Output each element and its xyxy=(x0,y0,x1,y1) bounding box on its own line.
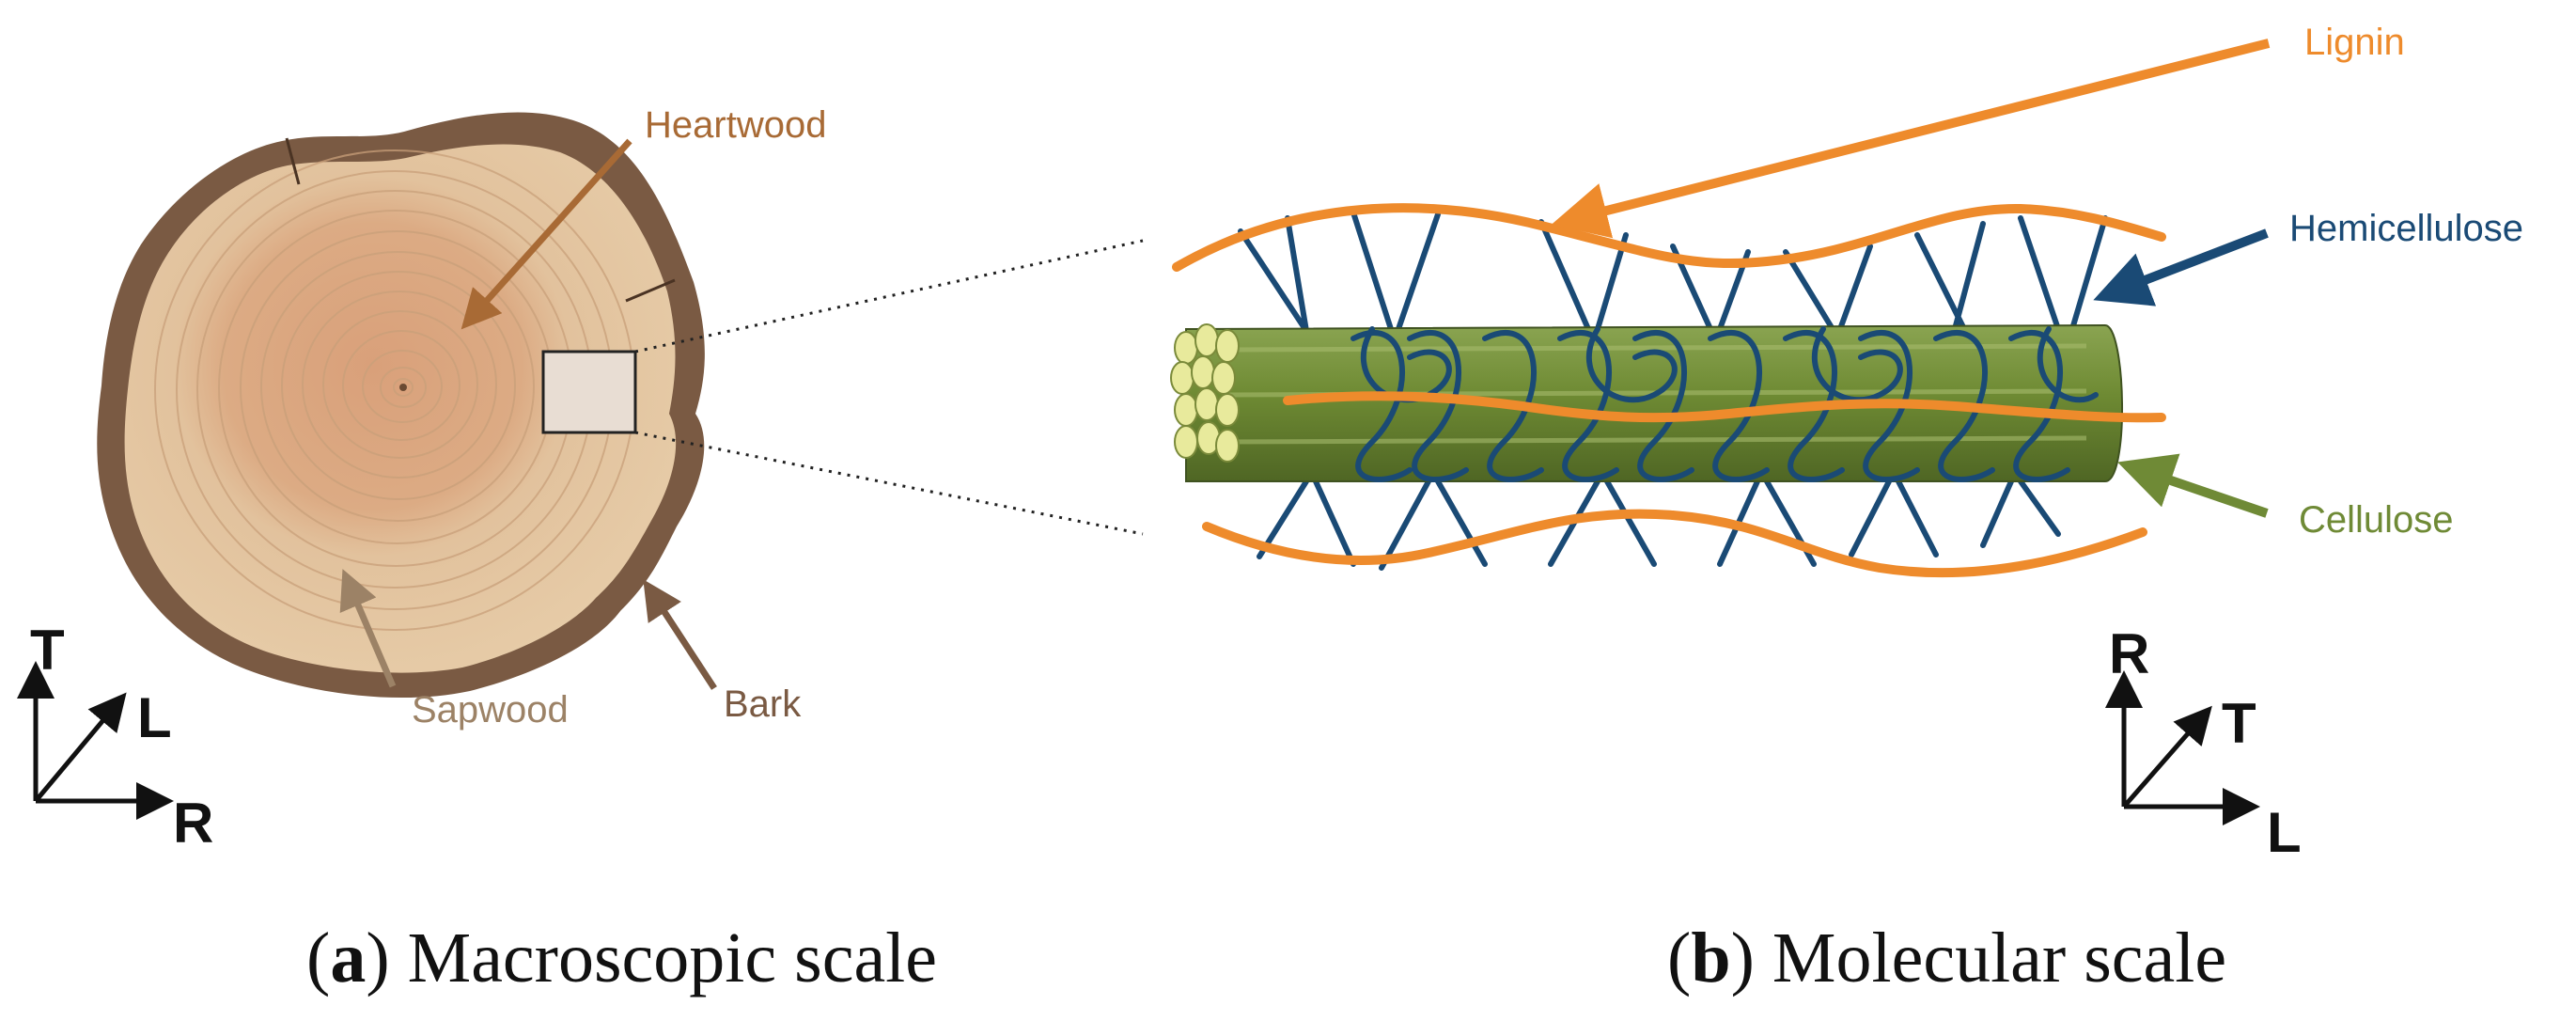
axis-b-diagonal-label: T xyxy=(2222,692,2256,755)
sample-region xyxy=(541,350,637,434)
axes-a: T L R xyxy=(17,619,213,855)
zoom-line-top xyxy=(634,239,1144,353)
lignin-top xyxy=(1172,203,2166,272)
hemicellulose-arrow xyxy=(2093,228,2269,306)
heartwood-arrow xyxy=(461,138,632,330)
cellulose-arrow xyxy=(2117,453,2269,518)
fibril-ends xyxy=(1170,323,1240,463)
lignin-arrow xyxy=(1551,39,2271,239)
caption-b-text: Molecular scale xyxy=(1772,919,2226,997)
hemicellulose-label: Hemicellulose xyxy=(2289,208,2523,249)
crack xyxy=(285,137,301,185)
sapwood-label: Sapwood xyxy=(412,689,569,730)
axis-a-up-label: T xyxy=(30,619,65,682)
axis-b-up-label: R xyxy=(2109,622,2149,685)
caption-a: (a) Macroscopic scale xyxy=(306,919,937,997)
lignin-strands xyxy=(1172,203,2166,578)
tree-cross-section xyxy=(97,112,705,699)
bark-arrow xyxy=(643,579,717,690)
caption-a-text: Macroscopic scale xyxy=(408,919,937,997)
caption-a-letter: a xyxy=(330,919,366,997)
sapwood-arrow xyxy=(339,569,397,688)
axis-b-right-label: L xyxy=(2267,801,2302,864)
heartwood-label: Heartwood xyxy=(645,104,826,146)
pith xyxy=(399,384,407,391)
bark-label: Bark xyxy=(724,683,802,725)
cellulose-label: Cellulose xyxy=(2299,499,2454,541)
lignin-middle xyxy=(1283,391,2166,423)
lignin-label: Lignin xyxy=(2304,22,2405,63)
axes-b: R T L xyxy=(2105,622,2302,864)
hemicellulose-loops xyxy=(1350,326,2099,482)
molecular-structure xyxy=(1170,203,2166,578)
crack xyxy=(625,278,676,303)
lignin-bottom xyxy=(1202,509,2147,578)
axis-a-right-label: R xyxy=(173,792,213,855)
zoom-line-bottom xyxy=(634,431,1144,536)
axis-a-diagonal-label: L xyxy=(137,686,172,749)
wood-body xyxy=(124,144,677,673)
caption-b: (b) Molecular scale xyxy=(1667,919,2226,997)
caption-b-letter: b xyxy=(1691,919,1730,997)
